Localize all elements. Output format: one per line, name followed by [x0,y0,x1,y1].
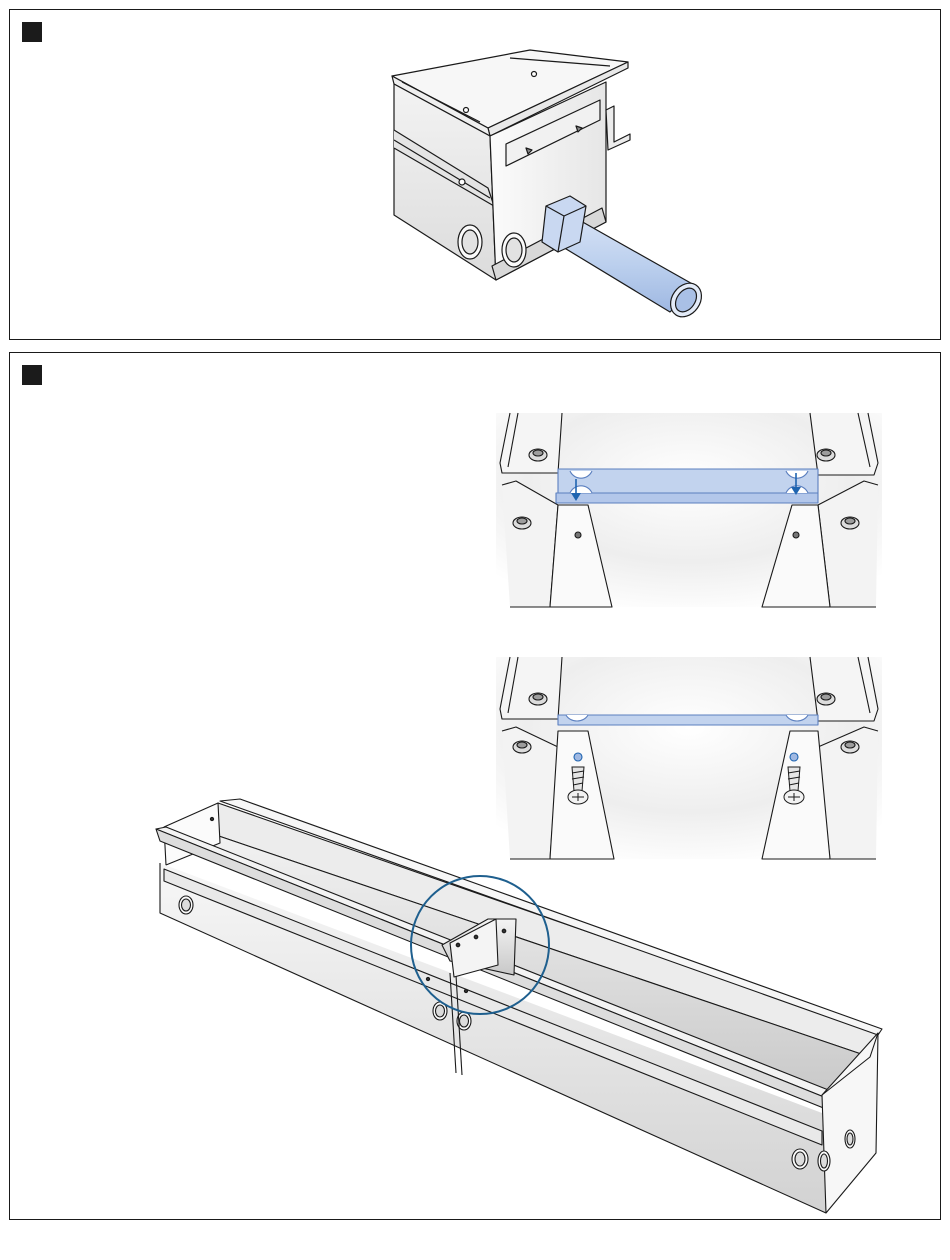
trench-duct-assembly [156,799,882,1213]
mounting-bracket [606,106,630,150]
detail-secure-screws [496,657,882,859]
trench-duct-illustration [10,353,942,1221]
step-2-panel [9,352,941,1220]
step-1-panel [9,9,941,340]
conduit-pipe [542,196,708,323]
floor-box-illustration [10,10,942,341]
detail-slide-coupling [496,413,882,607]
